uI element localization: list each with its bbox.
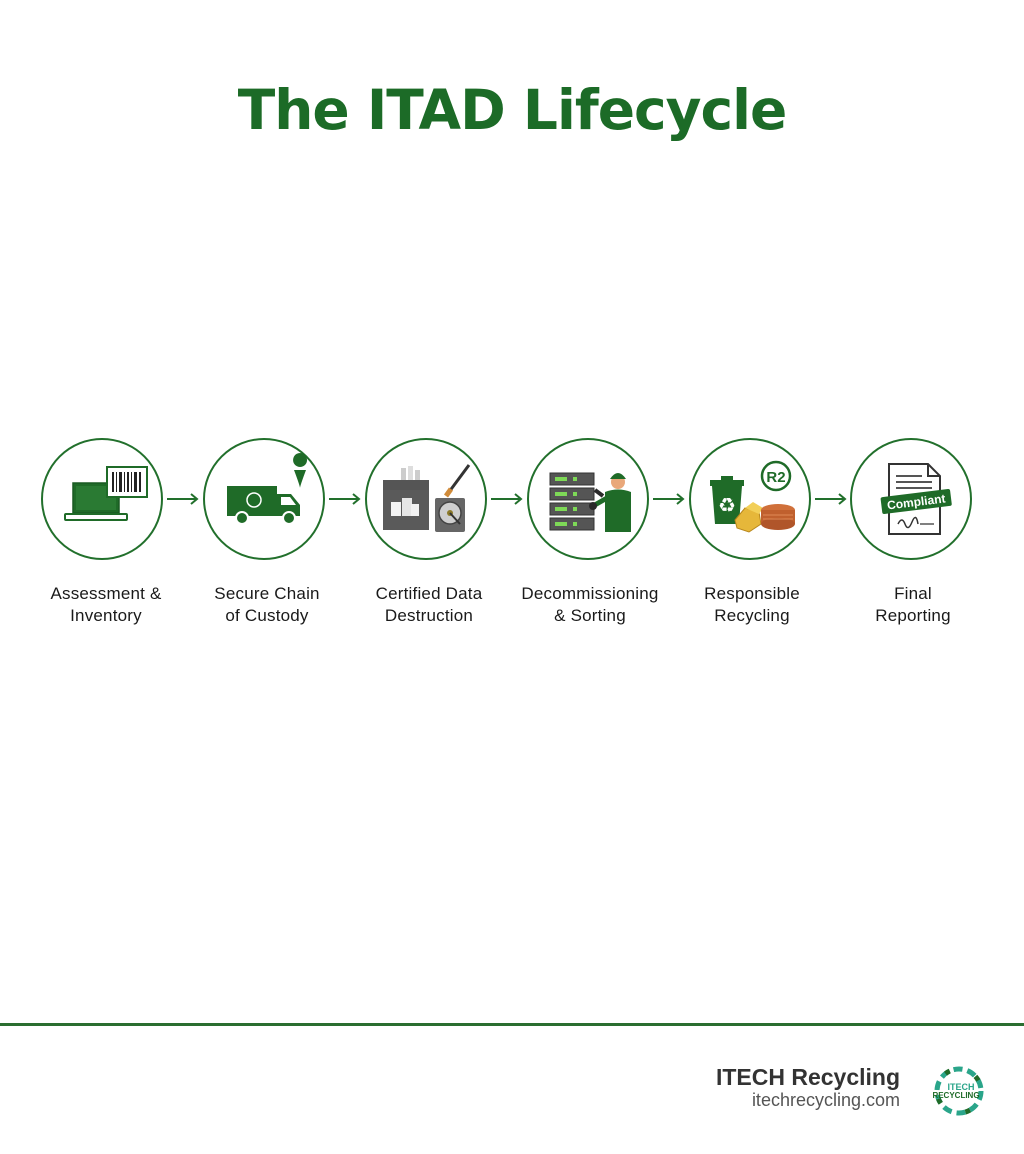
footer-divider — [0, 1023, 1024, 1026]
brand-name: ITECH Recycling — [715, 1064, 900, 1090]
server-technician-icon — [549, 472, 631, 532]
flow-arrow-4 — [653, 493, 685, 505]
flow-arrow-1 — [167, 493, 199, 505]
r2-badge-text: R2 — [766, 469, 785, 486]
step-1-circle — [41, 438, 163, 560]
truck-location-icon — [227, 453, 308, 525]
step-6-circle: Compliant — [850, 438, 972, 560]
step-1-label: Assessment &Inventory — [50, 584, 162, 625]
logo-text-recycling: RECYCLING — [932, 1091, 979, 1100]
flow-arrow-2 — [329, 493, 361, 505]
recycle-bin-materials-icon: ♻ R2 — [710, 460, 795, 533]
step-4-circle — [527, 438, 649, 560]
step-3-circle — [365, 438, 487, 560]
lifecycle-flow: ♻ R2 Compliant — [41, 438, 972, 625]
step-4-label: Decommissioning& Sorting — [521, 584, 659, 625]
step-2-circle — [203, 438, 325, 560]
svg-text:♻: ♻ — [718, 493, 736, 517]
flow-arrow-3 — [491, 493, 523, 505]
step-5-circle: ♻ R2 — [689, 438, 811, 560]
brand-url[interactable]: itechrecycling.com — [751, 1090, 900, 1110]
compliant-report-icon: Compliant — [880, 463, 952, 535]
itech-logo-icon: ITECH RECYCLING — [932, 1066, 984, 1116]
flow-arrow-5 — [815, 493, 847, 505]
logo-text-itech: ITECH — [948, 1082, 975, 1092]
laptop-barcode-icon — [64, 466, 148, 521]
page-title: The ITAD Lifecycle — [237, 78, 788, 142]
shredder-harddrive-icon — [383, 464, 471, 532]
